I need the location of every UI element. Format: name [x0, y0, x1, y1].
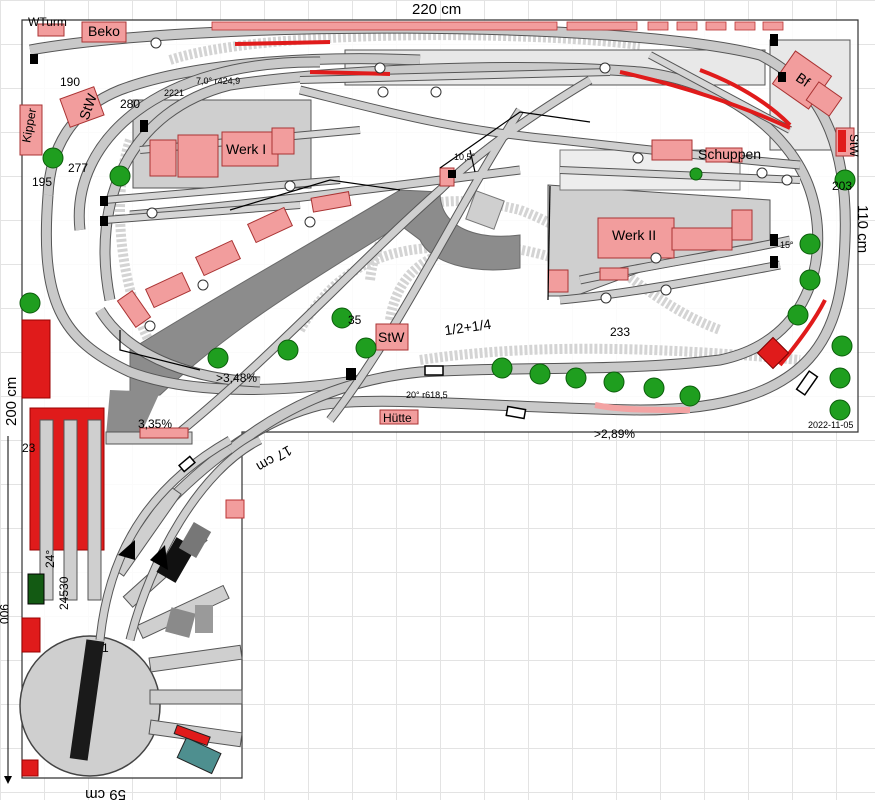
red-diamond-building — [756, 336, 790, 370]
schuppen-building-a — [651, 139, 693, 161]
label-schuppen: Schuppen — [698, 146, 761, 162]
werk2-building-b — [671, 227, 733, 251]
dim-width-bottom: 59 cm — [85, 786, 126, 800]
note-grade-348: >3,48% — [216, 371, 257, 385]
vehicle-2 — [505, 405, 527, 420]
dim-diag-17: 17 cm — [254, 442, 295, 475]
note-15-deg: 15° — [780, 240, 794, 250]
dim-height-right: 110 cm — [854, 205, 871, 253]
num-35: 35 — [348, 313, 362, 327]
note-r618: 20° r618,5 — [406, 390, 448, 400]
note-grade-289: >2,89% — [594, 427, 635, 441]
dim-height-left: 200 cm — [3, 377, 20, 426]
num-277: 277 — [68, 161, 88, 175]
werk2-building-d — [547, 269, 569, 293]
label-kipper: Kipper — [19, 107, 39, 144]
note-fraction: 1/2+1/4 — [443, 316, 492, 338]
left-red-block — [21, 319, 51, 399]
trees — [19, 147, 856, 421]
werk1-building-c — [221, 131, 279, 167]
werk1-building-b — [177, 134, 219, 178]
date-stamp: 2022-11-05 — [808, 420, 853, 430]
row-house-2 — [194, 239, 242, 277]
label-beko: Beko — [88, 23, 120, 39]
num-195: 195 — [32, 175, 52, 189]
vehicle-1 — [424, 365, 444, 376]
num-24530: 24530 — [57, 576, 71, 610]
vehicle-3 — [795, 370, 819, 396]
num-2221: 2221 — [164, 88, 184, 98]
row-house-1 — [144, 271, 192, 309]
visible-tracks — [29, 22, 851, 504]
num-203: 203 — [832, 179, 852, 193]
num-233: 233 — [610, 325, 630, 339]
left-dimension-arrow — [4, 776, 12, 784]
huette-building — [379, 409, 419, 425]
werk1-building-d — [271, 127, 295, 155]
beko-building — [81, 21, 127, 43]
track-end-bumpers — [30, 34, 786, 380]
ramp-lower — [106, 390, 160, 436]
turnout-markers — [144, 37, 793, 332]
num-1: 1 — [102, 641, 109, 655]
label-werk2: Werk II — [612, 227, 656, 243]
row-house-3 — [246, 206, 294, 244]
num-280: 280 — [120, 97, 140, 111]
row-house-5 — [116, 290, 152, 328]
note-10-5-deg: 10,5° — [454, 152, 476, 162]
wturm-building — [37, 23, 65, 37]
num-190: 190 — [60, 75, 80, 89]
grade-building — [139, 427, 189, 439]
schuppen-building-b — [705, 147, 743, 163]
dim-width-top: 220 cm — [412, 1, 461, 18]
stw-mid-building — [375, 323, 409, 351]
num-23: 23 — [22, 441, 36, 455]
werk1-building-a — [149, 139, 177, 177]
dim-left-900: 900 — [0, 604, 11, 624]
label-stw-mid: StW — [378, 329, 405, 345]
top-signal-bars — [211, 21, 784, 31]
boundary-lines — [119, 111, 591, 371]
werk2-building-e — [599, 267, 629, 281]
label-stw-right: StW — [847, 134, 861, 157]
kipper-building — [19, 104, 43, 156]
red-tall-building — [838, 130, 846, 152]
num-24deg: 24° — [43, 550, 57, 568]
bf-annex — [805, 81, 843, 117]
road-ramp — [129, 189, 521, 399]
roundhouse-tracks — [19, 407, 263, 777]
row-house-4 — [310, 191, 352, 213]
note-r424: 7,0° r424,9 — [196, 76, 240, 86]
label-huette: Hütte — [383, 411, 412, 425]
werk2-building-c — [731, 209, 753, 241]
label-werk1: Werk I — [226, 141, 266, 157]
note-grade-335: 3,35% — [138, 417, 172, 431]
stw-left-building — [59, 86, 105, 128]
center-platform — [465, 190, 505, 230]
label-wturm: WTurm — [28, 15, 67, 29]
